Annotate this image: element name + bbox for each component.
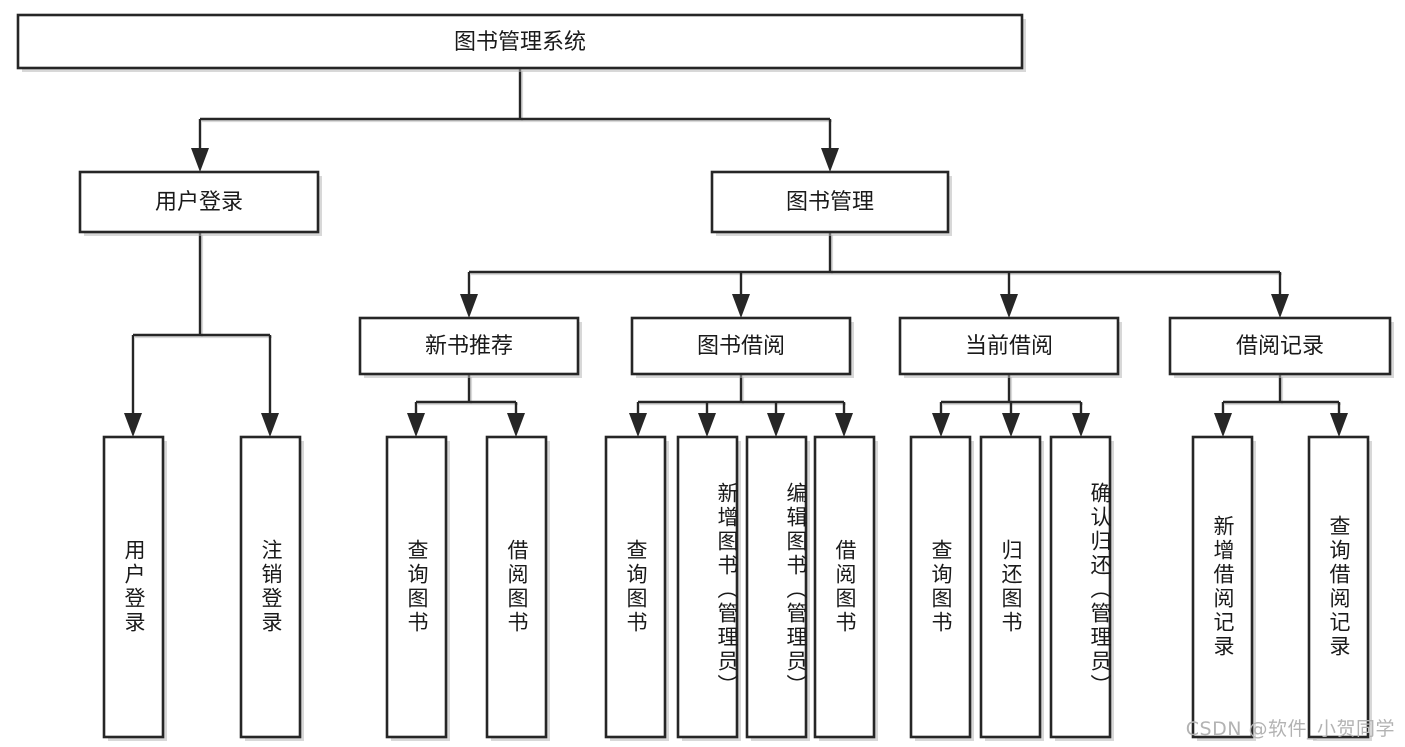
node-leaf-borrow-record-2[interactable] [1307, 435, 1372, 741]
arrow-head-icon [507, 413, 525, 437]
arrow-head-icon [835, 413, 853, 437]
arrow-head-icon [460, 294, 478, 318]
node-rect[interactable] [358, 316, 580, 376]
node-rect[interactable] [102, 435, 165, 739]
node-label: 用户登录 [155, 190, 243, 215]
arrow-head-icon [629, 413, 647, 437]
node-leaf-book-borrow-3[interactable] [745, 435, 810, 741]
node-rect[interactable] [979, 435, 1042, 739]
node-rect[interactable] [710, 170, 950, 234]
node-label: 借阅记录 [1236, 334, 1324, 359]
node-label: 图书借阅 [697, 334, 785, 359]
connector-group-borrow-record-leaves [1214, 374, 1348, 437]
node-current-borrow[interactable]: 当前借阅 [898, 316, 1122, 378]
node-label: 新书推荐 [425, 334, 513, 359]
node-rect[interactable] [1307, 435, 1370, 739]
node-leaf-book-borrow-2[interactable] [676, 435, 741, 741]
arrow-head-icon [124, 413, 142, 437]
arrow-head-icon [821, 148, 839, 172]
node-rect[interactable] [898, 316, 1120, 376]
node-leaf-current-borrow-2[interactable] [979, 435, 1044, 741]
node-book-borrow[interactable]: 图书借阅 [630, 316, 854, 378]
node-rect[interactable] [630, 316, 852, 376]
node-label: 当前借阅 [965, 334, 1053, 359]
node-label: 图书管理系统 [454, 30, 586, 55]
node-borrow-record[interactable]: 借阅记录 [1168, 316, 1394, 378]
connector-group-user-login-leaves [124, 232, 279, 437]
node-rect[interactable] [485, 435, 548, 739]
node-rect[interactable] [676, 435, 739, 739]
node-rect[interactable] [78, 170, 320, 234]
watermark-text: CSDN @软件_小贺同学 [1185, 718, 1395, 740]
node-rect[interactable] [1168, 316, 1392, 376]
arrow-head-icon [1271, 294, 1289, 318]
node-leaf-new-book-2[interactable] [485, 435, 550, 741]
node-rect[interactable] [1049, 435, 1112, 739]
arrow-head-icon [698, 413, 716, 437]
node-leaf-user-login-1[interactable] [102, 435, 167, 741]
connector-group-root-to-level2 [191, 68, 839, 172]
node-rect[interactable] [909, 435, 972, 739]
node-rect[interactable] [604, 435, 667, 739]
node-rect[interactable] [16, 13, 1024, 70]
node-rect[interactable] [813, 435, 876, 739]
node-leaf-borrow-record-1[interactable] [1191, 435, 1256, 741]
connector-group-current-borrow-leaves [932, 374, 1090, 437]
node-leaf-new-book-1[interactable] [385, 435, 450, 741]
node-rect[interactable] [1191, 435, 1254, 739]
node-rect[interactable] [239, 435, 302, 739]
arrow-head-icon [1002, 413, 1020, 437]
arrow-head-icon [407, 413, 425, 437]
node-leaf-current-borrow-3[interactable] [1049, 435, 1114, 741]
arrow-head-icon [1072, 413, 1090, 437]
connector-group-book-manage-to-level3 [460, 232, 1289, 318]
arrow-head-icon [261, 413, 279, 437]
arrow-head-icon [732, 294, 750, 318]
node-label: 图书管理 [786, 190, 874, 215]
arrow-head-icon [932, 413, 950, 437]
node-book-manage[interactable]: 图书管理 [710, 170, 952, 236]
node-leaf-book-borrow-1[interactable] [604, 435, 669, 741]
arrow-head-icon [1000, 294, 1018, 318]
arrow-head-icon [191, 148, 209, 172]
arrow-head-icon [1214, 413, 1232, 437]
connector-group-new-book-leaves [407, 374, 525, 437]
arrow-head-icon [767, 413, 785, 437]
connector-group-book-borrow-leaves [629, 374, 853, 437]
node-rect[interactable] [385, 435, 448, 739]
node-rect[interactable] [745, 435, 808, 739]
node-leaf-book-borrow-4[interactable] [813, 435, 878, 741]
node-leaf-current-borrow-1[interactable] [909, 435, 974, 741]
node-user-login[interactable]: 用户登录 [78, 170, 322, 236]
node-leaf-user-login-2[interactable] [239, 435, 304, 741]
node-new-book-recommend[interactable]: 新书推荐 [358, 316, 582, 378]
arrow-head-icon [1330, 413, 1348, 437]
node-root[interactable]: 图书管理系统 [16, 13, 1026, 72]
